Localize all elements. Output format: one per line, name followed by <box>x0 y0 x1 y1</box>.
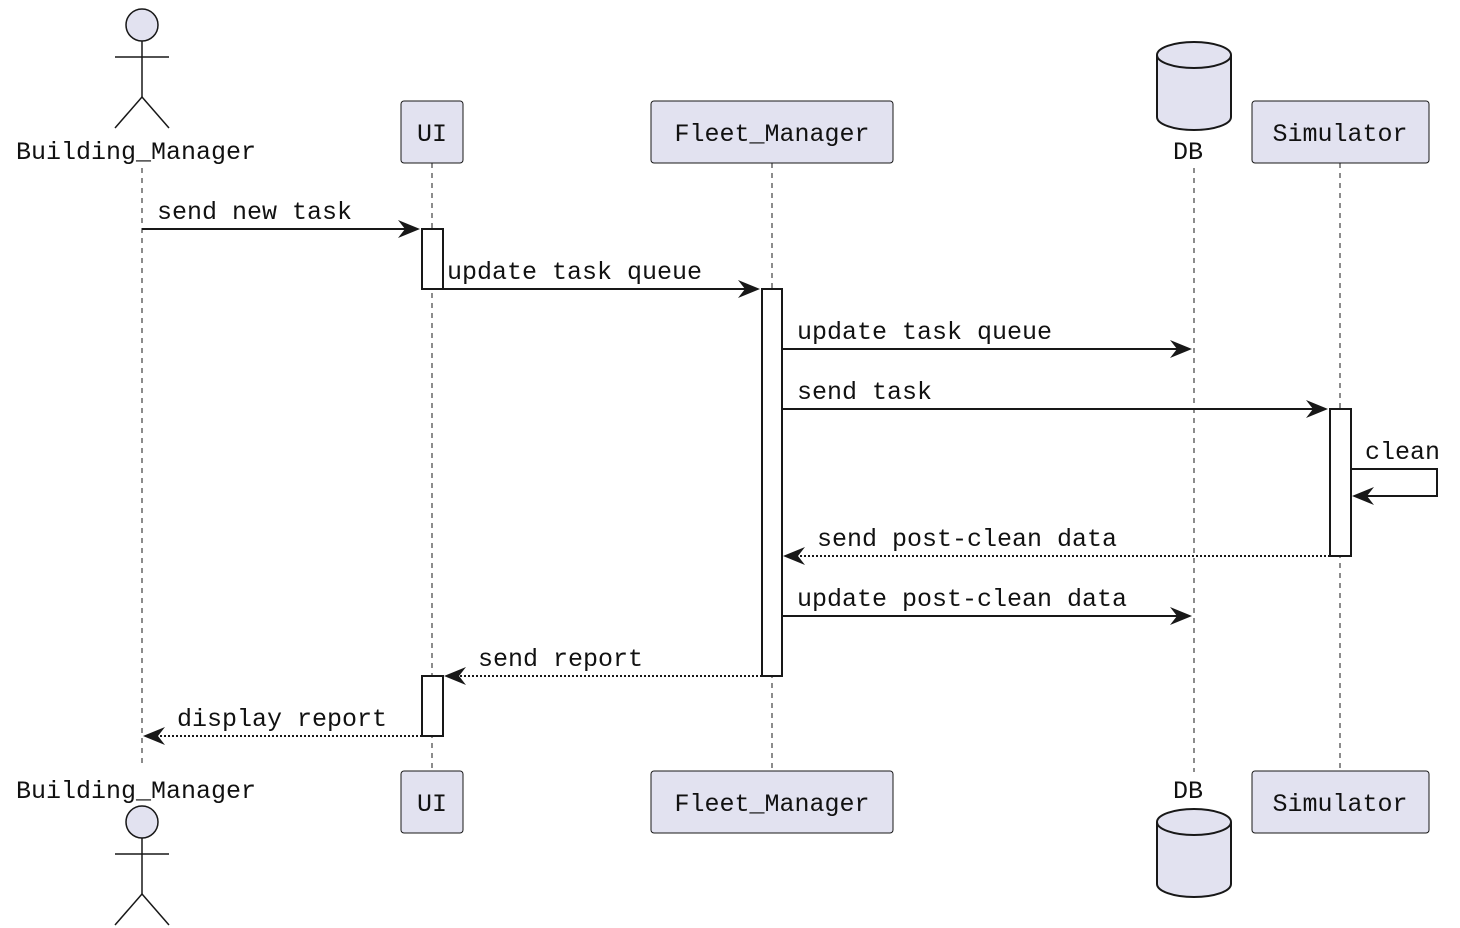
participant-fleet-manager-bottom: Fleet_Manager <box>650 770 894 834</box>
participant-label-db: DB <box>1173 138 1203 167</box>
participant-label-building-manager: Building_Manager <box>16 138 256 167</box>
actor-head-icon <box>125 805 159 839</box>
message-clean: clean <box>1351 438 1440 505</box>
participant-ui-bottom: UI <box>400 770 464 834</box>
activation-ui-1 <box>421 228 444 290</box>
participant-label-ui: UI <box>417 790 447 819</box>
participant-ui-top: UI <box>400 100 464 164</box>
message-send-task: send task <box>782 378 1328 418</box>
activation-fleet-manager <box>761 288 783 677</box>
arrow-left-icon <box>143 727 165 745</box>
arrow-right-icon <box>1170 607 1192 625</box>
participant-label-building-manager: Building_Manager <box>16 777 256 806</box>
participant-fleet-manager-top: Fleet_Manager <box>650 100 894 164</box>
arrow-left-icon <box>1352 487 1374 505</box>
message-update-task-queue-1: update task queue <box>443 258 760 298</box>
participant-label-fleet-manager: Fleet_Manager <box>674 790 869 819</box>
arrow-right-icon <box>398 220 420 238</box>
actor-building-manager-top: Building_Manager <box>16 8 256 167</box>
actor-building-manager-bottom: Building_Manager <box>16 777 256 926</box>
participant-label-ui: UI <box>417 120 447 149</box>
message-send-post-clean-data: send post-clean data <box>783 525 1330 565</box>
arrow-left-icon <box>783 547 805 565</box>
message-label: send report <box>478 645 643 674</box>
participant-label-fleet-manager: Fleet_Manager <box>674 120 869 149</box>
arrow-right-icon <box>738 280 760 298</box>
participant-simulator-top: Simulator <box>1251 100 1430 164</box>
message-label: update task queue <box>797 318 1052 347</box>
participant-db-bottom: DB <box>1156 777 1232 898</box>
activation-simulator <box>1329 408 1352 557</box>
message-send-new-task: send new task <box>142 198 420 238</box>
message-label: send new task <box>157 198 352 227</box>
message-label: send task <box>797 378 932 407</box>
message-label: update task queue <box>447 258 702 287</box>
message-send-report: send report <box>444 645 762 685</box>
arrow-right-icon <box>1170 340 1192 358</box>
participant-label-simulator: Simulator <box>1272 120 1407 149</box>
message-label: send post-clean data <box>817 525 1117 554</box>
message-label: update post-clean data <box>797 585 1127 614</box>
message-display-report: display report <box>143 705 422 745</box>
participant-simulator-bottom: Simulator <box>1251 770 1430 834</box>
message-label: clean <box>1365 438 1440 467</box>
participant-label-db: DB <box>1173 777 1203 806</box>
arrow-right-icon <box>1306 400 1328 418</box>
actor-head-icon <box>125 8 159 42</box>
activation-ui-2 <box>421 675 444 737</box>
message-label: display report <box>177 705 387 734</box>
participant-db-top: DB <box>1156 41 1232 167</box>
message-update-task-queue-2: update task queue <box>782 318 1192 358</box>
participant-label-simulator: Simulator <box>1272 790 1407 819</box>
message-update-post-clean-data: update post-clean data <box>782 585 1192 625</box>
arrow-left-icon <box>444 667 466 685</box>
